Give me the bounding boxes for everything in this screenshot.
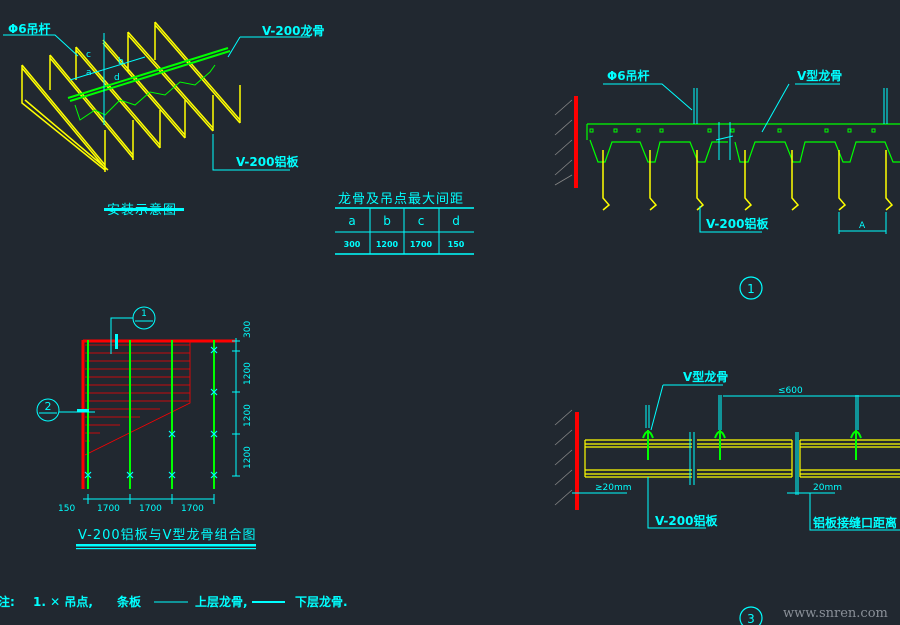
- install-schematic: [3, 21, 310, 211]
- section-1-drawing: [554, 83, 900, 300]
- table-header: c: [418, 214, 425, 228]
- combo-dim-horizontal: 1700: [139, 504, 162, 514]
- table-header: a: [348, 214, 355, 228]
- dim-letter-c: c: [86, 50, 91, 60]
- section-1-marker-number: 1: [747, 282, 755, 296]
- table-cell: 300: [344, 240, 361, 249]
- section-3-panel-label: V-200铝板: [655, 513, 718, 528]
- notes-prefix: 注:: [0, 594, 15, 609]
- combo-dim-vertical: 1200: [243, 362, 253, 385]
- section-3-joint-label: 铝板接缝口距离: [813, 515, 897, 530]
- spacing-table-title: 龙骨及吊点最大间距: [338, 192, 464, 207]
- dim-letter-d: d: [114, 73, 120, 83]
- section-3-marker: [739, 606, 763, 625]
- combo-plan-drawing: [36, 306, 256, 550]
- section-1-marker: [739, 276, 763, 300]
- combo-marker-1: 1: [141, 309, 147, 319]
- watermark: www.snren.com: [783, 606, 888, 621]
- combo-dim-vertical: 300: [243, 321, 253, 338]
- table-header: b: [383, 214, 391, 228]
- install-rod-label: Φ6吊杆: [8, 21, 51, 36]
- notes-upper-keel: 上层龙骨,: [195, 594, 248, 609]
- combo-marker-2: 2: [45, 400, 52, 413]
- dim-letter-b: b: [118, 57, 124, 67]
- table-cell: 1200: [376, 240, 399, 249]
- section-3-dim-joint: 20mm: [813, 483, 842, 493]
- spacing-table: [335, 207, 474, 255]
- section-1-keel-label: V型龙骨: [797, 68, 842, 83]
- section-1-dim-a: A: [859, 221, 866, 231]
- section-3-dim-left: ≥20mm: [595, 483, 632, 493]
- section-3-dim-top: ≤600: [778, 386, 803, 396]
- table-header: d: [452, 214, 460, 228]
- dim-letter-a: a: [86, 68, 92, 78]
- section-3-keel-label: V型龙骨: [683, 369, 728, 384]
- section-3-drawing: [554, 384, 900, 625]
- section-1-rod-label: Φ6吊杆: [607, 68, 650, 83]
- table-cell: 1700: [410, 240, 433, 249]
- hanger-point-markers: [84, 346, 218, 479]
- combo-plan-title: V-200铝板与V型龙骨组合图: [78, 528, 257, 543]
- notes: 注: 1. ✕ 吊点, 条板 上层龙骨, 下层龙骨.: [0, 594, 348, 609]
- combo-dim-vertical: 1200: [243, 446, 253, 469]
- notes-item-1: 1. ✕ 吊点,: [33, 594, 93, 609]
- install-panel-label: V-200铝板: [236, 154, 299, 169]
- combo-dim-vertical: 1200: [243, 404, 253, 427]
- install-keel-label: V-200龙骨: [262, 23, 324, 38]
- notes-lower-keel: 下层龙骨.: [295, 594, 348, 609]
- notes-strip: 条板: [116, 594, 142, 609]
- install-title: 安装示意图: [107, 202, 177, 218]
- section-3-marker-number: 3: [747, 612, 755, 625]
- combo-dim-horizontal: 1700: [97, 504, 120, 514]
- combo-dim-horizontal: 1700: [181, 504, 204, 514]
- section-1-panel-label: V-200铝板: [706, 216, 769, 231]
- combo-dim-horizontal: 150: [58, 504, 75, 514]
- table-cell: 150: [448, 240, 465, 249]
- title-underline: [104, 208, 184, 211]
